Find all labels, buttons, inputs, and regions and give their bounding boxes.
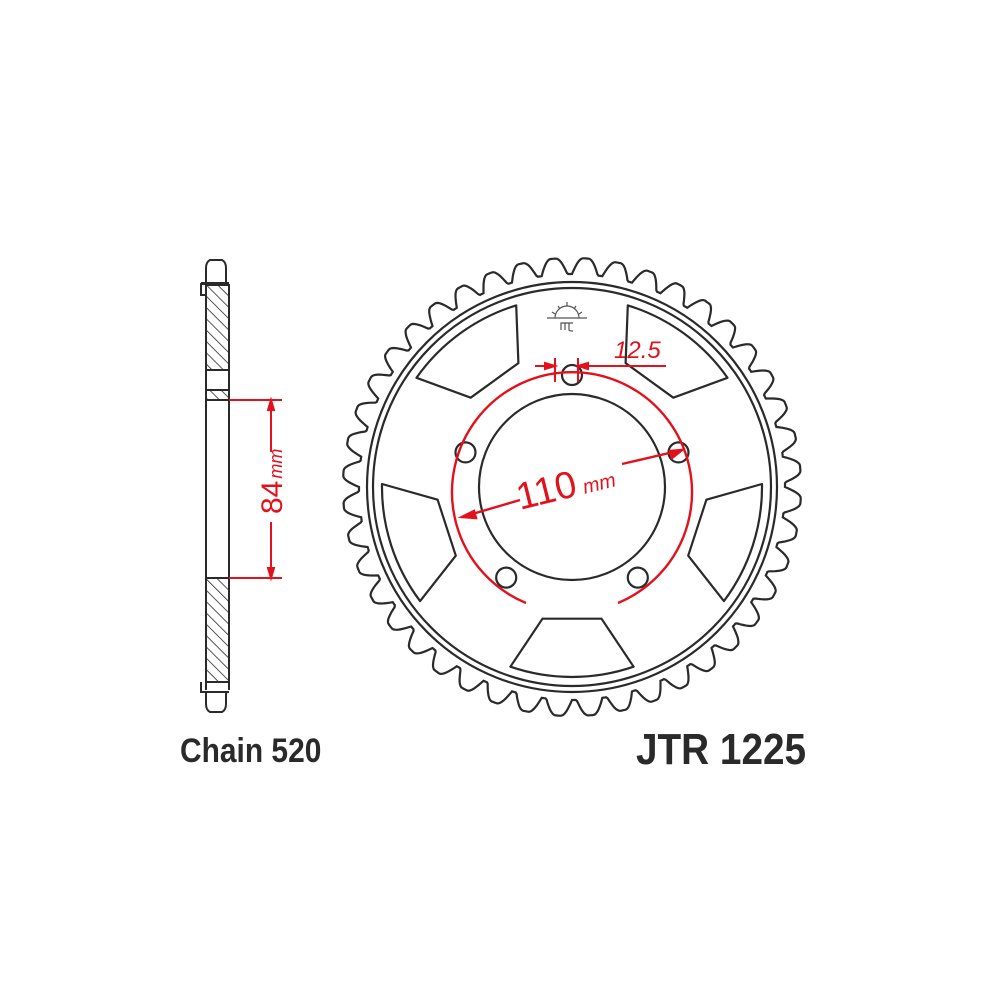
bolt-hole: [626, 566, 649, 589]
sprocket-front-view: [342, 257, 802, 717]
side-profile-view: [200, 259, 230, 713]
lightening-window: [380, 482, 457, 603]
jt-sun-logo-icon: [547, 302, 587, 332]
profile-hatch-top: [205, 284, 230, 371]
outer-ring: [365, 280, 779, 694]
profile-tooth-top: [205, 259, 227, 282]
hub-bore-dimension-label: 84mm: [256, 449, 289, 514]
lightening-window: [509, 617, 635, 678]
pcd-dimension: [450, 371, 694, 605]
profile-hatch-bottom: [205, 577, 230, 683]
hub-bore: [477, 392, 667, 582]
lightening-windows: [380, 304, 764, 678]
lightening-window: [624, 304, 729, 399]
hub-bore-dimension: [229, 396, 282, 582]
inner-ring: [371, 286, 773, 688]
chain-size-label: Chain 520: [180, 732, 322, 770]
lightening-window: [415, 304, 520, 399]
lightening-window: [687, 482, 764, 603]
bolt-hole: [495, 566, 518, 589]
bolt-hole-dimension-label: 12.5: [614, 337, 661, 364]
part-number-label: JTR 1225: [636, 725, 807, 774]
sprocket-teeth: [342, 257, 802, 717]
bolt-hole-dimension: [535, 358, 666, 382]
bolt-hole: [560, 363, 584, 387]
pcd-dimension-label: 110mm: [512, 454, 619, 519]
bolt-hole: [454, 441, 477, 464]
profile-tooth-bottom: [205, 692, 227, 713]
